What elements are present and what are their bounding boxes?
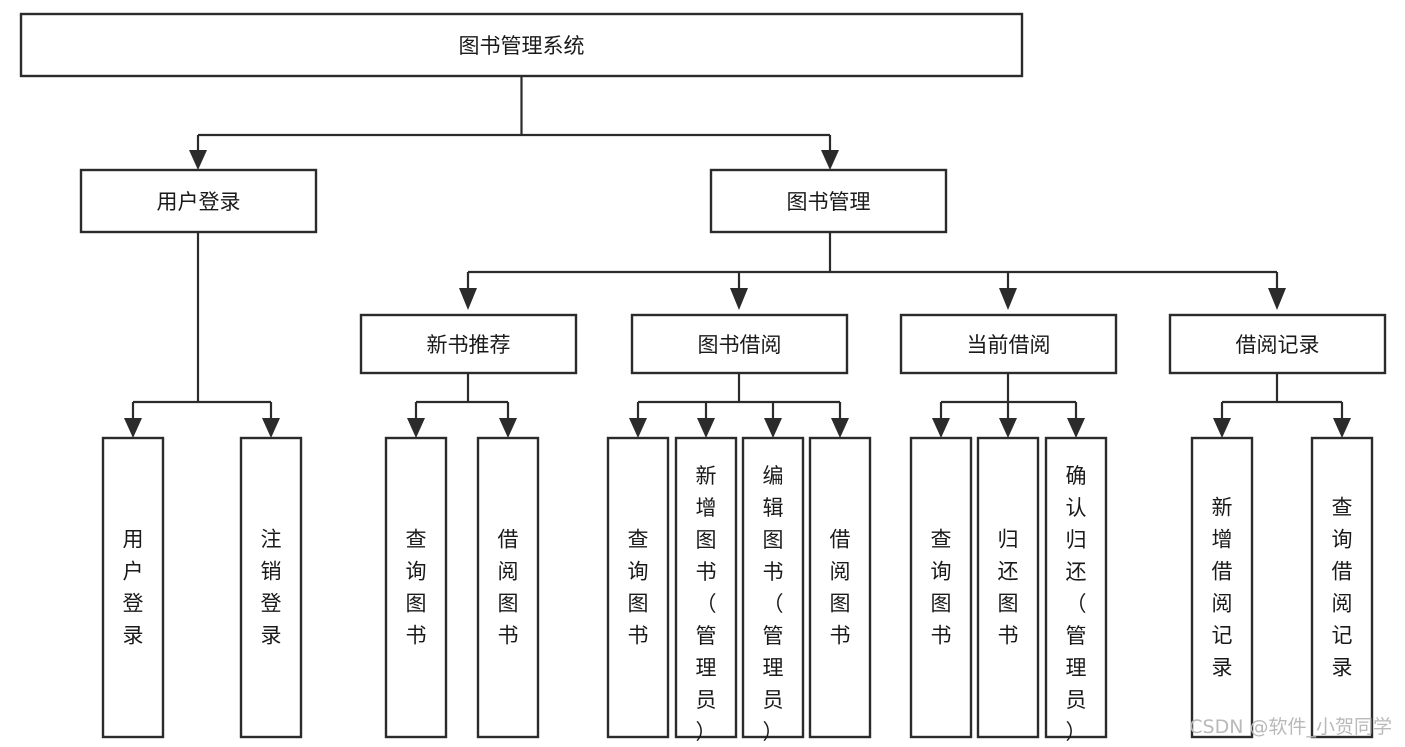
node-book-borrow[interactable]: 图书借阅 bbox=[630, 313, 849, 375]
arrow-head-leaf-12 bbox=[1333, 418, 1351, 438]
leaf-node-2[interactable]: 查询图书 bbox=[384, 436, 448, 739]
leaf-node-8-box[interactable] bbox=[909, 436, 973, 739]
node-book-manage-label: 图书管理 bbox=[787, 190, 871, 214]
leaf-node-10-label: 确认归还（管理员） bbox=[1066, 464, 1087, 744]
node-user-login-box[interactable] bbox=[79, 168, 318, 234]
leaf-node-3-box[interactable] bbox=[476, 436, 540, 739]
leaf-node-8-label: 查询图书 bbox=[931, 528, 952, 648]
arrow-head-leaf-1 bbox=[262, 418, 280, 438]
connector-newbook-bus bbox=[414, 373, 510, 420]
connector-layer bbox=[124, 76, 1351, 438]
arrow-head-leaf-11 bbox=[1213, 418, 1231, 438]
leaf-node-4[interactable]: 查询图书 bbox=[606, 436, 670, 739]
arrow-head-leaf-5 bbox=[697, 418, 715, 438]
node-book-manage[interactable]: 图书管理 bbox=[709, 168, 948, 234]
arrow-head-to-user-login bbox=[189, 150, 207, 170]
leaf-node-1-label: 注销登录 bbox=[261, 528, 282, 648]
leaf-node-2-box[interactable] bbox=[384, 436, 448, 739]
arrow-head-leaf-10 bbox=[1067, 418, 1085, 438]
leaf-node-3[interactable]: 借阅图书 bbox=[476, 436, 540, 739]
node-current-borrow-label: 当前借阅 bbox=[967, 333, 1051, 357]
arrow-head-leaf-9 bbox=[999, 418, 1017, 438]
leaf-node-7-box[interactable] bbox=[808, 436, 872, 739]
leaf-node-12-label: 查询借阅记录 bbox=[1332, 496, 1353, 680]
leaf-node-0[interactable]: 用户登录 bbox=[101, 436, 165, 739]
leaf-node-6[interactable]: 编辑图书（管理员） bbox=[741, 436, 805, 744]
node-current-borrow-box[interactable] bbox=[899, 313, 1118, 375]
node-borrow-record-label: 借阅记录 bbox=[1236, 333, 1320, 357]
leaf-node-7-label: 借阅图书 bbox=[830, 528, 851, 648]
leaf-node-2-label: 查询图书 bbox=[406, 528, 427, 648]
arrow-head-to-new-book bbox=[459, 288, 477, 310]
connector-currentborrow-bus bbox=[939, 373, 1078, 420]
leaf-node-3-label: 借阅图书 bbox=[498, 528, 519, 648]
node-new-book-recommend[interactable]: 新书推荐 bbox=[359, 313, 578, 375]
node-book-borrow-label: 图书借阅 bbox=[698, 333, 782, 357]
arrow-head-leaf-0 bbox=[124, 418, 142, 438]
node-new-book-recommend-label: 新书推荐 bbox=[427, 333, 511, 357]
leaf-node-6-box[interactable] bbox=[741, 436, 805, 739]
node-current-borrow[interactable]: 当前借阅 bbox=[899, 313, 1118, 375]
arrow-head-to-current-borrow bbox=[999, 288, 1017, 310]
node-borrow-record-box[interactable] bbox=[1168, 313, 1387, 375]
node-book-manage-box[interactable] bbox=[709, 168, 948, 234]
node-book-borrow-box[interactable] bbox=[630, 313, 849, 375]
leaf-node-11-label: 新增借阅记录 bbox=[1212, 496, 1233, 680]
node-user-login[interactable]: 用户登录 bbox=[79, 168, 318, 234]
leaf-node-10-box[interactable] bbox=[1044, 436, 1108, 739]
leaf-node-12-box[interactable] bbox=[1310, 436, 1374, 739]
leaf-node-7[interactable]: 借阅图书 bbox=[808, 436, 872, 739]
leaf-node-11[interactable]: 新增借阅记录 bbox=[1190, 436, 1254, 739]
arrow-head-to-borrow-record bbox=[1268, 288, 1286, 310]
leaf-node-8[interactable]: 查询图书 bbox=[909, 436, 973, 739]
leaf-node-5-box[interactable] bbox=[674, 436, 738, 739]
leaf-node-12[interactable]: 查询借阅记录 bbox=[1310, 436, 1374, 739]
leaf-node-5[interactable]: 新增图书（管理员） bbox=[674, 436, 738, 744]
node-root-box[interactable] bbox=[19, 12, 1024, 78]
node-borrow-record[interactable]: 借阅记录 bbox=[1168, 313, 1387, 375]
connector-bookborrow-bus bbox=[636, 373, 842, 420]
node-root-label: 图书管理系统 bbox=[459, 34, 585, 58]
arrow-head-leaf-7 bbox=[831, 418, 849, 438]
arrow-head-leaf-3 bbox=[499, 418, 517, 438]
arrow-head-leaf-4 bbox=[629, 418, 647, 438]
arrow-head-leaf-2 bbox=[407, 418, 425, 438]
connector-bookmanage-bus bbox=[466, 232, 1279, 290]
node-new-book-recommend-box[interactable] bbox=[359, 313, 578, 375]
connector-borrowrecord-bus bbox=[1220, 373, 1344, 420]
leaf-node-6-label: 编辑图书（管理员） bbox=[763, 464, 784, 744]
leaf-node-11-box[interactable] bbox=[1190, 436, 1254, 739]
watermark-label: CSDN @软件_小贺同学 bbox=[1189, 716, 1392, 738]
connector-root-bus bbox=[196, 76, 832, 152]
connector-userlogin-bus bbox=[131, 232, 273, 420]
leaf-node-9-label: 归还图书 bbox=[998, 528, 1019, 648]
leaf-node-9-box[interactable] bbox=[976, 436, 1040, 739]
arrow-head-to-book-manage bbox=[821, 150, 839, 170]
leaf-node-4-box[interactable] bbox=[606, 436, 670, 739]
leaf-node-5-label: 新增图书（管理员） bbox=[696, 464, 717, 744]
leaf-node-0-box[interactable] bbox=[101, 436, 165, 739]
leaf-node-9[interactable]: 归还图书 bbox=[976, 436, 1040, 739]
arrow-head-leaf-8 bbox=[932, 418, 950, 438]
node-user-login-label: 用户登录 bbox=[157, 190, 241, 214]
leaf-node-1[interactable]: 注销登录 bbox=[239, 436, 303, 739]
leaf-node-4-label: 查询图书 bbox=[628, 528, 649, 648]
arrow-head-to-book-borrow bbox=[730, 288, 748, 310]
leaf-node-0-label: 用户登录 bbox=[123, 528, 144, 648]
node-root[interactable]: 图书管理系统 bbox=[19, 12, 1024, 78]
leaf-node-10[interactable]: 确认归还（管理员） bbox=[1044, 436, 1108, 744]
leaf-node-1-box[interactable] bbox=[239, 436, 303, 739]
arrow-head-leaf-6 bbox=[764, 418, 782, 438]
